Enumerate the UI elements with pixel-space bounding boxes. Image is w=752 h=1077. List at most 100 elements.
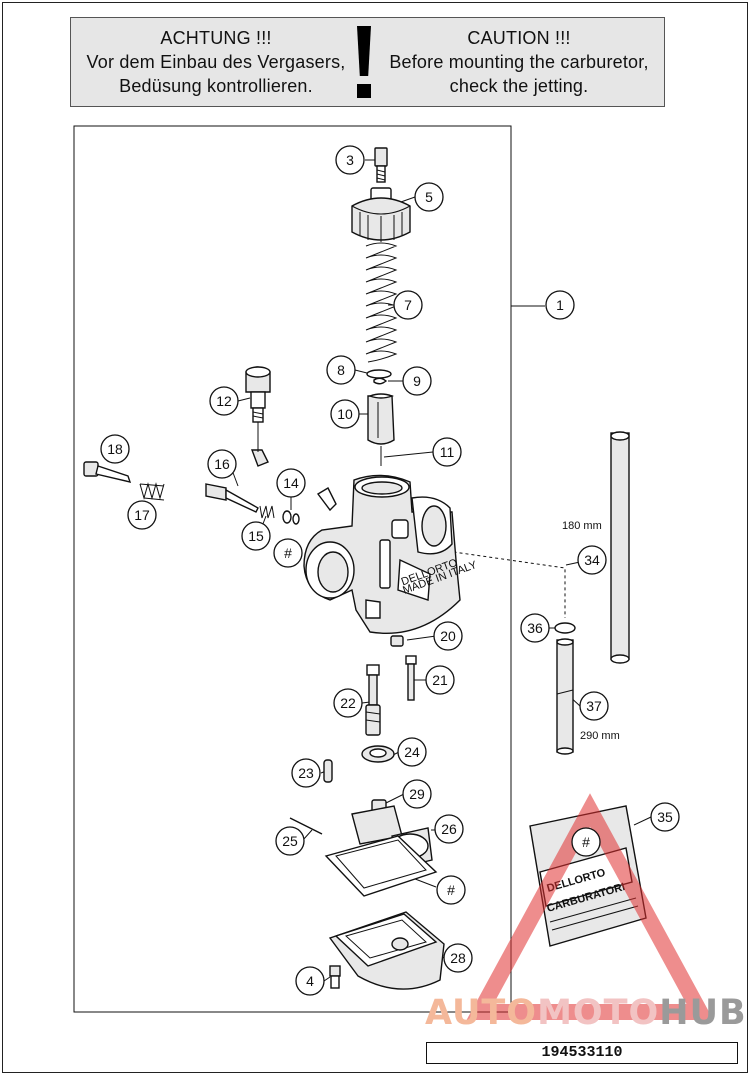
callout-14: 14 [276,468,306,498]
svg-text:29: 29 [409,786,425,802]
carburetor-body-part: DELLORTO MADE IN ITALY [303,474,479,635]
warning-de-line2: Vor dem Einbau des Vergasers, [86,52,346,72]
svg-text:37: 37 [586,698,602,714]
callout-29: 29 [402,779,432,809]
callout-8: 8 [326,355,356,385]
screw-spring-part [259,505,275,519]
callout-20: 20 [433,621,463,651]
callout-16: 16 [207,449,237,479]
svg-text:3: 3 [346,152,354,168]
svg-text:28: 28 [450,950,466,966]
small-spring-part [139,482,165,501]
watermark-hub: HUB [659,993,747,1033]
svg-text:26: 26 [441,821,457,837]
svg-text:#: # [582,834,590,850]
svg-text:7: 7 [404,297,412,313]
svg-text:11: 11 [440,444,455,460]
warning-german: ACHTUNG !!! Vor dem Einbau des Vergasers… [77,26,355,98]
long-hose-part [610,431,630,664]
callout-28: 28 [443,943,473,973]
svg-text:18: 18 [107,441,123,457]
svg-text:#: # [284,545,292,561]
callout-22: 22 [333,688,363,718]
float-pin-part [289,817,323,835]
svg-text:34: 34 [584,552,600,568]
float-bowl-part [328,911,445,990]
float-bowl-seal-part [361,745,395,763]
warning-en-title: CAUTION !!! [467,28,571,48]
callout-25: 25 [275,826,305,856]
svg-text:25: 25 [282,833,298,849]
svg-text:5: 5 [425,189,433,205]
jet-kit-package-part: DELLORTO CARBURATORI [529,805,647,947]
short-hose-part [556,638,574,755]
callout-hash-1: # [273,538,303,568]
mixture-screw-part [205,483,259,513]
svg-text:24: 24 [404,744,420,760]
exclamation-icon [354,26,374,100]
float-gasket-part [324,835,438,897]
svg-text:20: 20 [440,628,456,644]
svg-text:17: 17 [134,507,150,523]
part-number: 194533110 [426,1042,738,1064]
callout-5: 5 [414,182,444,212]
svg-text:22: 22 [340,695,356,711]
warning-en-line3: check the jetting. [449,76,589,96]
assembly-bracket [73,125,545,1013]
svg-text:36: 36 [527,620,543,636]
callout-hash-3: # [571,827,601,857]
svg-text:10: 10 [337,406,353,422]
watermark-text: AUTOMOTOHUB [425,993,747,1033]
svg-text:23: 23 [298,765,314,781]
svg-text:35: 35 [657,809,673,825]
callout-1: 1 [545,290,575,320]
washer-part [282,510,300,525]
float-needle-part [323,759,333,783]
svg-text:8: 8 [337,362,345,378]
long-hose-length: 180 mm [562,520,602,532]
callout-3: 3 [335,145,365,175]
main-jet-part [390,635,404,647]
callout-23: 23 [291,758,321,788]
retaining-clip-part [366,369,392,379]
callout-4: 4 [295,966,325,996]
svg-text:1: 1 [556,297,564,313]
bowl-screw-part [329,965,341,989]
svg-text:14: 14 [283,475,299,491]
svg-text:21: 21 [432,672,448,688]
callout-7: 7 [393,290,423,320]
screw-cap-part [374,147,388,183]
callout-hash-2: # [436,875,466,905]
svg-text:16: 16 [214,456,230,472]
callout-24: 24 [397,737,427,767]
callout-10: 10 [330,399,360,429]
callout-12: 12 [209,386,239,416]
atomizer-part [365,664,381,736]
svg-text:15: 15 [248,528,264,544]
idle-screw-part [245,366,271,467]
callout-37: 37 [579,691,609,721]
watermark-moto: MOTO [537,993,660,1033]
svg-text:12: 12 [216,393,232,409]
callout-9: 9 [402,366,432,396]
watermark-auto: AUTO [425,993,538,1033]
callout-11: 11 [432,437,462,467]
throttle-slide-part [367,393,395,445]
callouts: 1 3 5 7 8 9 10 11 12 16 18 17 14 15 # 34… [100,145,680,996]
warning-box: ACHTUNG !!! Vor dem Einbau des Vergasers… [70,17,665,107]
hose-clamp-part [554,622,576,634]
callout-36: 36 [520,613,550,643]
svg-text:#: # [447,882,455,898]
callout-34: 34 [577,545,607,575]
callout-18: 18 [100,434,130,464]
needle-clip-part [373,377,388,385]
idle-jet-part [405,655,417,701]
warning-de-line3: Bedüsung kontrollieren. [119,76,313,96]
callout-15: 15 [241,521,271,551]
warning-english: CAUTION !!! Before mounting the carburet… [377,26,661,98]
short-hose-length: 290 mm [580,730,620,742]
watermark-triangle [466,793,714,1020]
warning-en-line2: Before mounting the carburetor, [389,52,649,72]
